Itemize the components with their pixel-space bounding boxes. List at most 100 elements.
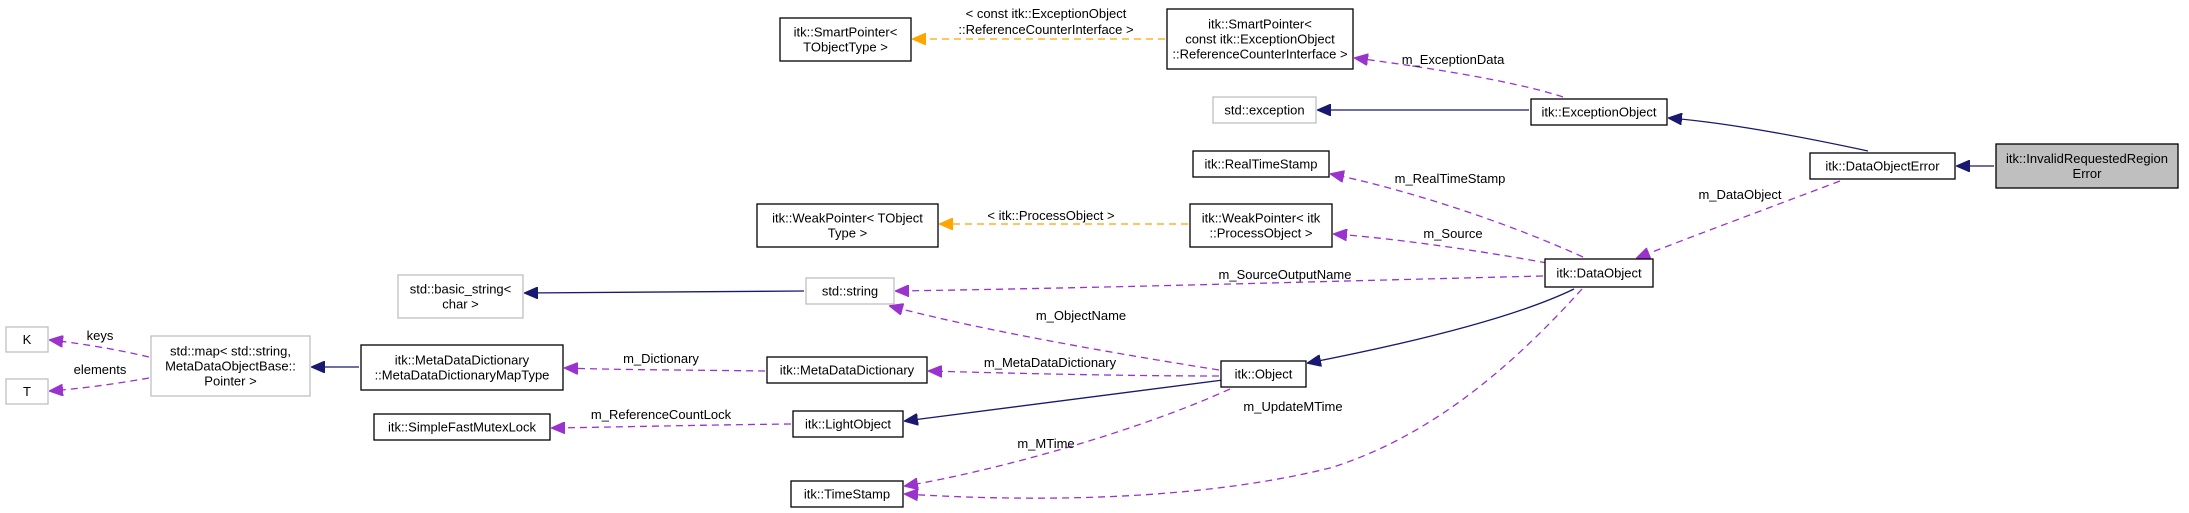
node-box[interactable] (1809, 152, 1956, 180)
edges-layer: m_ExceptionData < const itk::ExceptionObj… (50, 6, 1994, 498)
node-box[interactable] (805, 277, 895, 305)
node-box[interactable] (1544, 258, 1654, 288)
edge-use-real-time-stamp: m_RealTimeStamp (1331, 171, 1584, 258)
edge-label: m_SourceOutputName (1219, 267, 1352, 282)
node-light-object[interactable]: itk::LightObject (792, 410, 904, 438)
node-box[interactable] (1220, 360, 1307, 388)
node-box[interactable] (1189, 203, 1333, 248)
node-label: itk::TimeStamp (804, 487, 890, 502)
node-std-string[interactable]: std::string (805, 277, 895, 305)
node-label: K (23, 332, 32, 347)
node-meta-data-dictionary[interactable]: itk::MetaDataDictionary (766, 356, 928, 384)
node-simple-fast-mutex-lock[interactable]: itk::SimpleFastMutexLock (373, 413, 551, 441)
node-box[interactable] (1995, 143, 2179, 189)
edge-line-use-meta-data-dictionary (929, 371, 1220, 376)
node-box[interactable] (1530, 98, 1668, 126)
edge-inh-dataobjecterror-to-exception (1669, 118, 1869, 152)
edge-line-use-source-output-name (896, 275, 1544, 291)
node-weak-pointer-tobject[interactable]: itk::WeakPointer< TObjectType > (756, 203, 939, 248)
edge-use-update-mtime: m_UpdateMTime (905, 288, 1583, 498)
node-label: MetaDataObjectBase:: (165, 359, 296, 374)
node-box[interactable] (5, 378, 49, 405)
node-smart-pointer-exception-ref[interactable]: itk::SmartPointer<const itk::ExceptionOb… (1166, 8, 1354, 70)
node-time-stamp[interactable]: itk::TimeStamp (790, 480, 904, 508)
node-box[interactable] (360, 344, 564, 391)
node-data-object-error[interactable]: itk::DataObjectError (1809, 152, 1956, 180)
edge-line-inh-dataobject-to-object (1308, 288, 1575, 363)
node-label: T (23, 384, 31, 399)
edge-line-use-data-object (1637, 180, 1841, 258)
edge-use-mtime: m_MTime (905, 388, 1231, 486)
node-weak-pointer-process-object[interactable]: itk::WeakPointer< itk::ProcessObject > (1189, 203, 1333, 248)
node-box[interactable] (373, 413, 551, 441)
nodes-layer: itk::InvalidRequestedRegionErroritk::Dat… (5, 8, 2179, 508)
node-label: itk::MetaDataDictionary (780, 363, 915, 378)
edge-use-meta-data-dictionary: m_MetaDataDictionary (929, 355, 1220, 376)
node-box[interactable] (779, 17, 912, 62)
node-box[interactable] (766, 356, 928, 384)
edge-tpl-smart-pointer: < const itk::ExceptionObject::ReferenceC… (913, 6, 1165, 39)
node-label: ::MetaDataDictionaryMapType (375, 368, 550, 383)
edge-line-use-real-time-stamp (1331, 174, 1584, 258)
node-label: itk::RealTimeStamp (1205, 157, 1318, 172)
node-label: itk::WeakPointer< TObject (772, 211, 923, 226)
node-std-basic-string[interactable]: std::basic_string<char > (397, 274, 524, 319)
edge-label: m_ObjectName (1036, 308, 1126, 323)
edge-use-keys: keys (50, 328, 150, 358)
edge-line-use-object-name (890, 306, 1220, 371)
edge-line-inh-string-to-basic (525, 291, 805, 293)
node-box[interactable] (792, 410, 904, 438)
node-label: itk::SmartPointer< (794, 25, 898, 40)
edge-label: m_MTime (1017, 436, 1074, 451)
node-box[interactable] (756, 203, 939, 248)
node-object[interactable]: itk::Object (1220, 360, 1307, 388)
node-box[interactable] (5, 326, 49, 353)
node-real-time-stamp[interactable]: itk::RealTimeStamp (1192, 150, 1330, 178)
node-label: ::ReferenceCounterInterface > (1172, 47, 1347, 62)
edge-line-use-reference-count-lock (552, 424, 792, 428)
edge-inh-string-to-basic (525, 291, 805, 293)
node-data-object[interactable]: itk::DataObject (1544, 258, 1654, 288)
node-box[interactable] (1166, 8, 1354, 70)
edge-use-source: m_Source (1334, 226, 1548, 264)
edge-tpl-weak-pointer: < itk::ProcessObject > (940, 208, 1188, 224)
node-template-k[interactable]: K (5, 326, 49, 353)
node-box[interactable] (1192, 150, 1330, 178)
node-label: std::string (822, 284, 878, 299)
edge-use-dictionary: m_Dictionary (565, 351, 766, 371)
edge-line-use-dictionary (565, 368, 766, 371)
node-label: Type > (828, 226, 867, 241)
node-label: itk::LightObject (805, 417, 891, 432)
node-template-t[interactable]: T (5, 378, 49, 405)
edge-line-use-elements (50, 377, 150, 391)
edge-line-inh-dataobjecterror-to-exception (1669, 118, 1869, 152)
node-box[interactable] (150, 335, 311, 397)
edge-line-use-source (1334, 234, 1548, 264)
node-label: char > (442, 297, 479, 312)
node-std-exception[interactable]: std::exception (1212, 96, 1317, 124)
node-exception-object[interactable]: itk::ExceptionObject (1530, 98, 1668, 126)
edge-inh-object-to-lightobject (905, 379, 1224, 421)
edge-label: m_ExceptionData (1402, 52, 1505, 67)
node-label: std::map< std::string, (170, 344, 291, 359)
node-box[interactable] (397, 274, 524, 319)
node-label: itk::DataObjectError (1825, 159, 1940, 174)
node-std-map[interactable]: std::map< std::string,MetaDataObjectBase… (150, 335, 311, 397)
node-smart-pointer-tobject[interactable]: itk::SmartPointer<TObjectType > (779, 17, 912, 62)
node-label: std::exception (1224, 103, 1304, 118)
edge-use-data-object: m_DataObject (1637, 180, 1841, 258)
edge-label: < const itk::ExceptionObject (966, 6, 1127, 21)
edge-label: m_Source (1423, 226, 1482, 241)
node-label: std::basic_string< (410, 282, 512, 297)
node-label: itk::ExceptionObject (1542, 105, 1657, 120)
edge-label: m_DataObject (1698, 187, 1781, 202)
edge-use-reference-count-lock: m_ReferenceCountLock (552, 407, 792, 428)
node-label: ::ProcessObject > (1210, 226, 1313, 241)
node-meta-data-dictionary-map-type[interactable]: itk::MetaDataDictionary::MetaDataDiction… (360, 344, 564, 391)
edge-label: m_UpdateMTime (1243, 399, 1342, 414)
edge-line-use-mtime (905, 388, 1231, 486)
node-label: Error (2073, 166, 2103, 181)
node-box[interactable] (790, 480, 904, 508)
node-box[interactable] (1212, 96, 1317, 124)
